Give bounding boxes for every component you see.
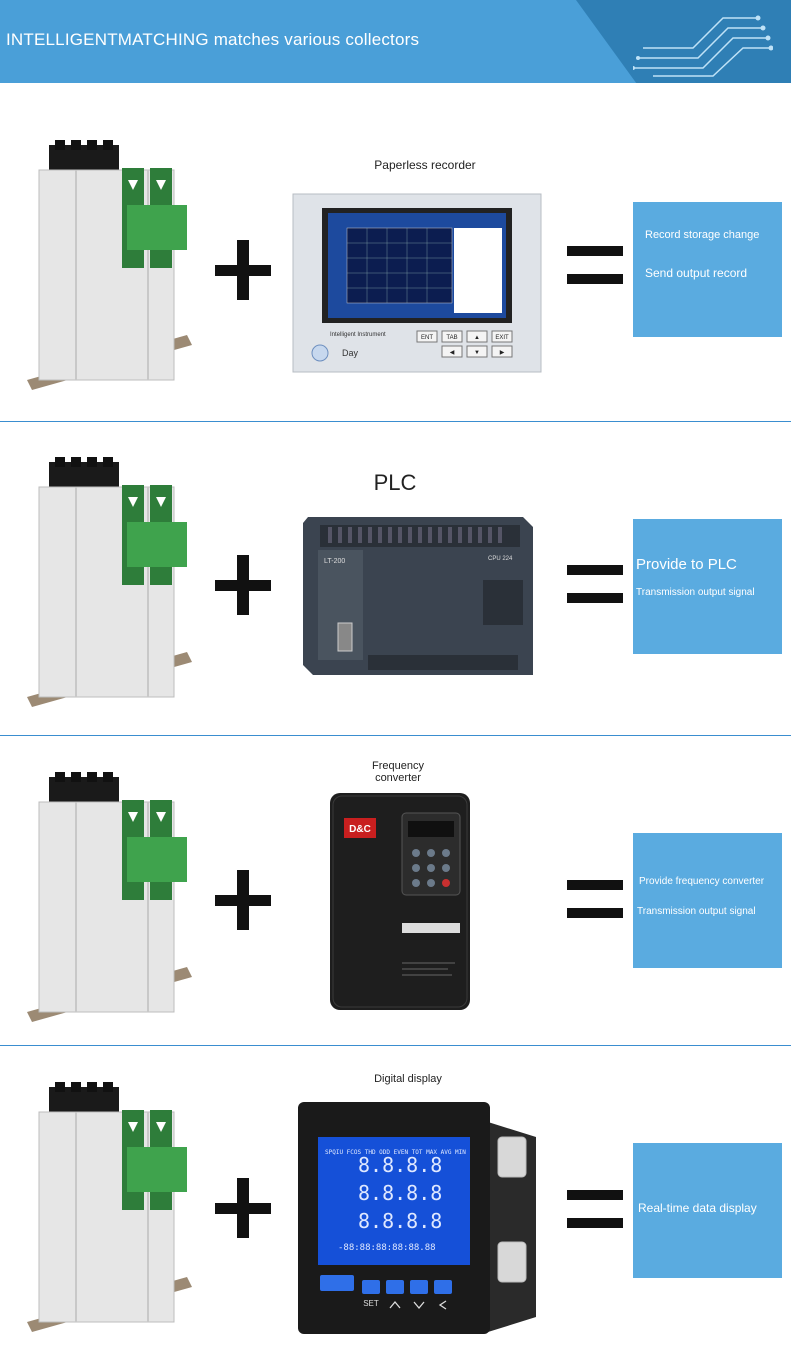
display-digits-c: 8.8.8.8 — [358, 1209, 442, 1233]
recorder-key-exit: EXIT — [495, 335, 509, 341]
equals-icon — [567, 246, 623, 284]
plc-cpu-text: CPU 224 — [488, 556, 513, 562]
result-line-1: Real-time data display — [638, 1201, 757, 1215]
recorder-key-tab: TAB — [446, 335, 457, 341]
result-box: Provide frequency converter Transmission… — [633, 833, 782, 968]
display-digits-a: 8.8.8.8 — [358, 1153, 442, 1177]
result-box: Provide to PLC Transmission output signa… — [633, 519, 782, 654]
result-box: Record storage change Send output record — [633, 202, 782, 337]
equals-icon — [567, 1190, 623, 1228]
recorder-day-text: Day — [342, 348, 359, 358]
recorder-brand-text: Intelligent Instrument — [330, 332, 386, 338]
display-left-tags: SPQIU FCOS THD ODD EVEN TOT MAX AVG MIN — [325, 1149, 466, 1156]
result-line-2: Transmission output signal — [636, 587, 755, 598]
device-label: Frequency converter — [372, 760, 424, 784]
recorder-key-down: ▼ — [474, 350, 480, 356]
result-line-1: Provide to PLC — [636, 556, 737, 573]
converter-brand-text: D&C — [349, 824, 371, 835]
recorder-key-right: ▶ — [500, 350, 505, 356]
display-set-label: SET — [363, 1299, 379, 1308]
equals-icon — [567, 880, 623, 918]
circuit-decoration-icon — [633, 15, 773, 77]
frequency-converter-image: D&C — [330, 793, 470, 1010]
device-label: Paperless recorder — [374, 158, 476, 172]
header-banner: INTELLIGENTMATCHING matches various coll… — [0, 0, 791, 83]
result-line-2: Send output record — [645, 266, 748, 280]
collector-module-image — [27, 140, 192, 390]
result-line-1: Provide frequency converter — [639, 876, 765, 887]
collector-module-image — [27, 1082, 192, 1332]
plc-image: LT-200 CPU 224 — [303, 517, 533, 675]
page-title: INTELLIGENTMATCHING matches various coll… — [6, 30, 420, 49]
equals-icon — [567, 565, 623, 603]
device-label: Digital display — [374, 1073, 442, 1085]
result-box: Real-time data display — [633, 1143, 782, 1278]
result-line-1: Record storage change — [645, 229, 760, 241]
plus-icon — [215, 555, 275, 615]
device-label: PLC — [373, 470, 417, 495]
digital-display-image: SPQIU FCOS THD ODD EVEN TOT MAX AVG MIN … — [298, 1102, 536, 1334]
plc-model-text: LT-200 — [324, 558, 345, 565]
recorder-key-up: ▲ — [474, 335, 480, 341]
collector-module-image — [27, 457, 192, 707]
result-line-2: Transmission output signal — [637, 906, 756, 917]
plus-icon — [215, 870, 275, 930]
display-bottom-digits: -88:88:88:88:88.88 — [338, 1243, 436, 1253]
plus-icon — [215, 240, 275, 300]
row-divider — [0, 1045, 791, 1046]
recorder-key-ent: ENT — [421, 335, 433, 341]
recorder-key-left: ◀ — [450, 350, 455, 356]
row-divider — [0, 421, 791, 422]
collector-module-image — [27, 772, 192, 1022]
display-digits-b: 8.8.8.8 — [358, 1181, 442, 1205]
row-divider — [0, 735, 791, 736]
paperless-recorder-image: Intelligent Instrument Day ENT TAB ▲ EXI… — [292, 193, 542, 373]
plus-icon — [215, 1178, 275, 1238]
